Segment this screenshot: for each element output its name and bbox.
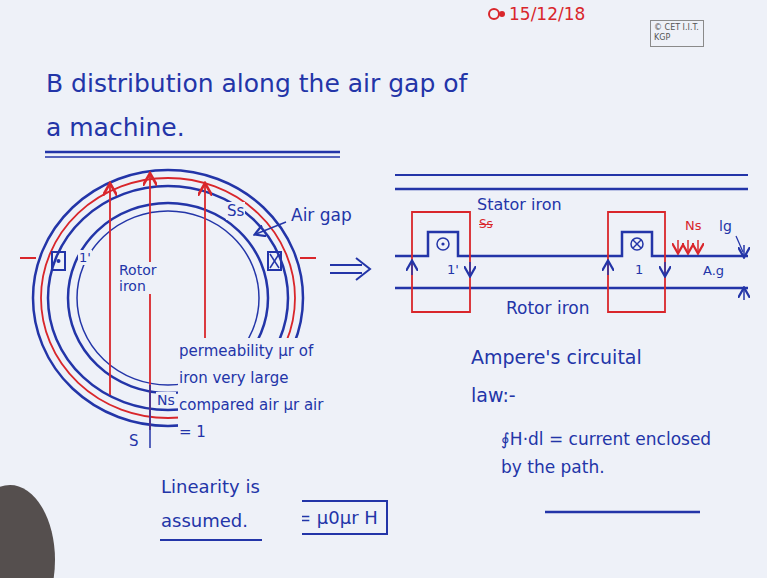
pole-label: Ns	[684, 218, 703, 233]
equation-note: ∮H·dl = current enclosed by the path.	[500, 425, 717, 481]
copyright-box: © CET I.I.T. KGP	[650, 20, 704, 47]
pole-label: Ss	[226, 202, 245, 220]
part-name: Rotor iron	[505, 298, 590, 318]
part-name: Rotor iron	[118, 262, 170, 294]
date: 15/12/18	[508, 4, 586, 24]
coil-label: 1'	[78, 250, 92, 265]
node-text: © CET I.I.T. KGP	[654, 23, 700, 44]
part-name: Stator iron	[476, 195, 563, 214]
note: permeability μr of iron very large compa…	[178, 338, 340, 446]
coil-label: 1	[634, 262, 644, 277]
pole-label: S	[128, 432, 140, 450]
part-name: A.g	[702, 263, 725, 278]
note: Linearity is assumed.	[160, 470, 302, 538]
pole-label: Ss	[478, 217, 494, 231]
part-name: Air gap	[290, 205, 353, 225]
page-title: B distribution along the air gap of a ma…	[45, 62, 487, 150]
heading-note: Ampere's circuital law:-	[470, 338, 682, 414]
coil-label: 1'	[446, 262, 460, 277]
dimension: lg	[718, 218, 733, 234]
pole-label: Ns	[156, 392, 176, 408]
